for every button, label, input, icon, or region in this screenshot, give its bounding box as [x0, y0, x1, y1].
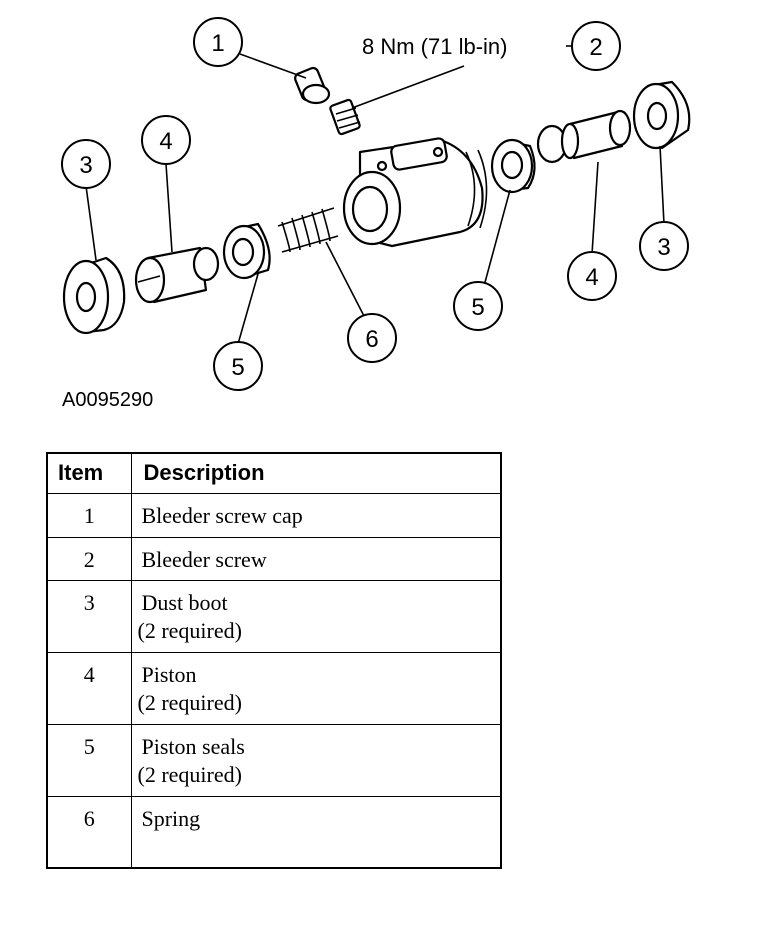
- description-column-header: Description: [130, 452, 502, 494]
- figure-id-label: A0095290: [62, 389, 153, 411]
- bleeder-screw: [329, 98, 361, 136]
- legend-table: Item Description 1 Bleeder screw cap 2 B…: [46, 452, 502, 869]
- item-description: Bleeder screw: [130, 536, 502, 581]
- callout-4-right-number: 4: [585, 264, 598, 291]
- item-description: Spring: [130, 795, 502, 869]
- callout-6-number: 6: [365, 326, 378, 353]
- exploded-view-diagram: 1 2 3 4 5 6 3 4 5 8 Nm (71 lb-in) A00952…: [61, 17, 691, 411]
- dust-boot-left: [62, 256, 126, 335]
- callout-4-left-number: 4: [159, 128, 172, 155]
- callout-5-left-number: 5: [231, 354, 244, 381]
- item-number: 2: [46, 536, 132, 581]
- item-number: 5: [46, 723, 132, 797]
- leader-lines: [85, 45, 665, 345]
- callout-5-left: 5: [213, 341, 263, 391]
- item-description: Piston (2 required): [130, 651, 502, 725]
- item-number: 1: [46, 492, 132, 538]
- legend-row: 2 Bleeder screw: [46, 536, 502, 581]
- piston-left: [134, 246, 220, 304]
- item-column-header: Item: [46, 452, 132, 494]
- description-line: Dust boot: [141, 589, 228, 615]
- piston-seal-left: [222, 222, 271, 280]
- legend-row: 5 Piston seals (2 required): [46, 723, 502, 797]
- callout-3-right-number: 3: [657, 234, 670, 261]
- callout-3-right: 3: [639, 221, 689, 271]
- wheel-cylinder-body: [342, 137, 488, 248]
- item-description: Dust boot (2 required): [130, 579, 502, 653]
- description-line: (2 required): [137, 689, 242, 715]
- piston-seal-right: [490, 138, 536, 194]
- callout-3-left: 3: [61, 139, 111, 189]
- callout-1: 1: [193, 17, 243, 67]
- callout-4-left: 4: [141, 115, 191, 165]
- callout-1-number: 1: [211, 30, 224, 57]
- item-number: 4: [46, 651, 132, 725]
- description-line: Bleeder screw: [141, 546, 267, 572]
- bleeder-screw-cap: [294, 66, 331, 105]
- item-number: 3: [46, 579, 132, 653]
- description-line: Spring: [141, 805, 201, 831]
- description-line: (2 required): [137, 761, 242, 787]
- legend-row: 1 Bleeder screw cap: [46, 492, 502, 538]
- callout-2: 2: [571, 21, 621, 71]
- description-line: (2 required): [137, 617, 242, 643]
- item-number: 6: [46, 795, 132, 869]
- callout-4-right: 4: [567, 251, 617, 301]
- item-description: Piston seals (2 required): [130, 723, 502, 797]
- torque-spec-label: 8 Nm (71 lb-in): [362, 34, 507, 59]
- callout-2-number: 2: [589, 34, 602, 61]
- legend-row: 4 Piston (2 required): [46, 651, 502, 725]
- description-line: Bleeder screw cap: [141, 502, 303, 528]
- description-line: Piston seals: [141, 733, 245, 759]
- dust-boot-right: [632, 80, 691, 150]
- legend-row: 6 Spring: [46, 795, 502, 869]
- legend-header-row: Item Description: [46, 452, 502, 494]
- callout-5-right-number: 5: [471, 294, 484, 321]
- callout-3-left-number: 3: [79, 152, 92, 179]
- legend-row: 3 Dust boot (2 required): [46, 579, 502, 653]
- item-description: Bleeder screw cap: [130, 492, 502, 538]
- callout-5-right: 5: [453, 281, 503, 331]
- callout-6: 6: [347, 313, 397, 363]
- piston-right: [536, 109, 632, 164]
- spring: [277, 207, 339, 253]
- description-line: Piston: [141, 661, 197, 687]
